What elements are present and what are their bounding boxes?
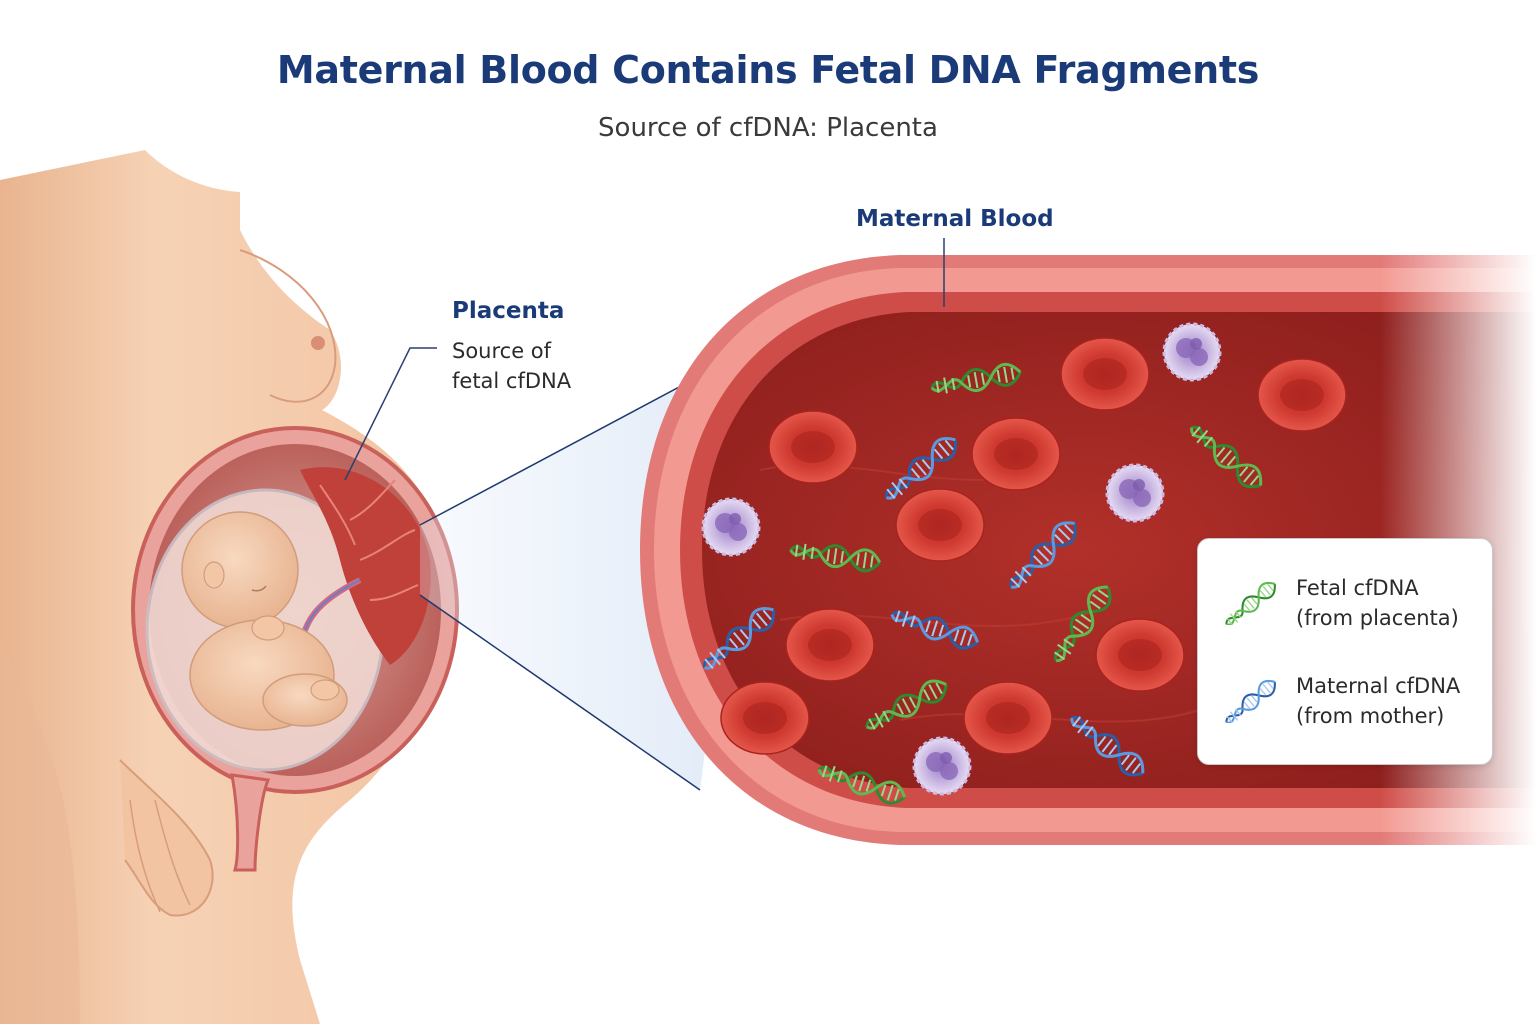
placenta-pointer-line <box>344 347 437 481</box>
legend-fetal-label: Fetal cfDNA <box>1296 576 1419 600</box>
legend: Fetal cfDNA (from placenta) Maternal cfD… <box>1197 538 1493 765</box>
placenta-shape <box>300 467 431 665</box>
white-blood-cell <box>1105 463 1165 523</box>
placenta-description-line2: fetal cfDNA <box>452 369 572 393</box>
fetus <box>181 511 348 731</box>
red-blood-cell <box>1257 358 1347 432</box>
white-blood-cell <box>912 736 972 796</box>
uterus-cutaway <box>131 426 459 872</box>
red-blood-cell <box>768 410 858 484</box>
legend-item-fetal: Fetal cfDNA (from placenta) <box>1212 573 1482 643</box>
placenta-label: Placenta <box>452 298 565 324</box>
red-blood-cell <box>971 417 1061 491</box>
placenta-description-line1: Source of <box>452 339 552 363</box>
red-blood-cell <box>1060 337 1150 411</box>
blue-dna-helix-icon <box>1220 675 1281 723</box>
legend-item-maternal: Maternal cfDNA (from mother) <box>1212 671 1482 741</box>
page-title: Maternal Blood Contains Fetal DNA Fragme… <box>276 48 1260 92</box>
white-blood-cell <box>701 497 761 557</box>
legend-maternal-source: (from mother) <box>1296 704 1445 728</box>
red-blood-cell <box>963 681 1053 755</box>
red-blood-cell <box>785 608 875 682</box>
red-blood-cell <box>720 681 810 755</box>
zoom-line-bottom <box>419 594 701 791</box>
legend-maternal-label: Maternal cfDNA <box>1296 674 1461 698</box>
green-dna-helix-icon <box>1220 577 1281 625</box>
red-blood-cell <box>1095 618 1185 692</box>
placenta-description: Source of fetal cfDNA <box>452 336 612 396</box>
maternal-blood-label: Maternal Blood <box>856 206 1054 232</box>
red-blood-cell <box>895 488 985 562</box>
white-blood-cell <box>1162 322 1222 382</box>
legend-fetal-source: (from placenta) <box>1296 606 1459 630</box>
page-subtitle: Source of cfDNA: Placenta <box>598 113 938 143</box>
